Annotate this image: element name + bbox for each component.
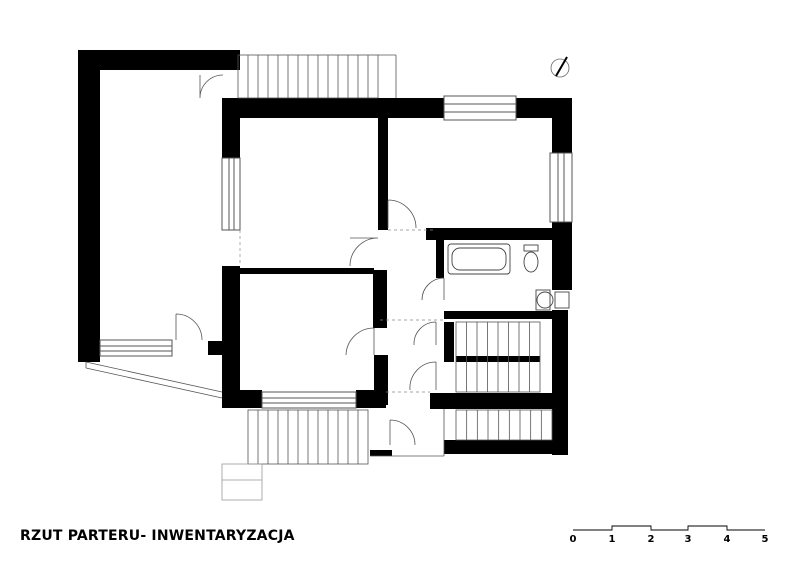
door-room-1 <box>349 237 379 267</box>
washbasin <box>536 291 554 309</box>
wall-bottom-left <box>222 390 262 408</box>
wall-bathroom-bottom <box>444 311 554 319</box>
wall-bottom-mid <box>356 390 386 408</box>
wall-right-upper <box>552 98 572 153</box>
door-bottom <box>389 419 416 446</box>
door-left-bottom <box>175 313 203 341</box>
window-top <box>443 95 517 121</box>
windows <box>99 95 573 409</box>
wall-left-top <box>78 50 240 70</box>
wall-stair-bottom <box>430 393 554 409</box>
wall-right-mid <box>552 222 572 290</box>
wall-interior-horizontal <box>240 268 374 274</box>
door-entry-top <box>199 74 224 99</box>
scale-label-5: 5 <box>761 534 769 545</box>
scale-label-1: 1 <box>608 534 616 545</box>
outline-lines <box>85 54 445 457</box>
door-stair <box>413 321 437 346</box>
wall-interior-vertical-2 <box>373 270 387 328</box>
wall-left-bottom-stub <box>208 341 222 355</box>
wall-bottom-small <box>370 450 392 456</box>
scale-label-2: 2 <box>647 534 655 545</box>
fixtures <box>447 243 570 311</box>
wall-main-left-upper <box>222 98 240 158</box>
stair-entrance <box>221 463 263 501</box>
stairs <box>221 54 553 501</box>
door-stair-2 <box>409 361 437 391</box>
wall-stair-left <box>444 322 454 362</box>
doors <box>175 74 445 446</box>
door-hall-1 <box>387 199 417 229</box>
wall-main-top <box>222 98 444 118</box>
north-arrow-icon <box>550 56 570 78</box>
scale-bar <box>573 525 765 531</box>
scale-label-3: 3 <box>684 534 692 545</box>
scale-label-4: 4 <box>723 534 731 545</box>
door-room-2 <box>345 327 375 356</box>
door-bath <box>421 277 445 301</box>
wall-lower-annex <box>444 440 568 454</box>
wall-bathroom-left <box>436 228 444 278</box>
stair-annex <box>455 409 553 441</box>
window-left-room <box>221 157 241 231</box>
window-left-bottom <box>99 339 173 357</box>
wall-main-left-mid <box>222 266 240 406</box>
wall-left-vertical <box>78 50 100 362</box>
window-bottom <box>261 391 357 409</box>
wall-lower-annex-right <box>552 409 568 454</box>
bathtub <box>447 243 511 275</box>
thin-lines <box>239 229 444 393</box>
wall-interior-vertical <box>378 118 388 230</box>
wall-bathroom-top <box>426 228 554 240</box>
scale-label-0: 0 <box>569 534 577 545</box>
toilet <box>523 251 539 273</box>
walls <box>78 50 572 456</box>
drawing-title: RZUT PARTERU- INWENTARYZACJA <box>20 528 295 544</box>
window-right <box>549 152 573 223</box>
